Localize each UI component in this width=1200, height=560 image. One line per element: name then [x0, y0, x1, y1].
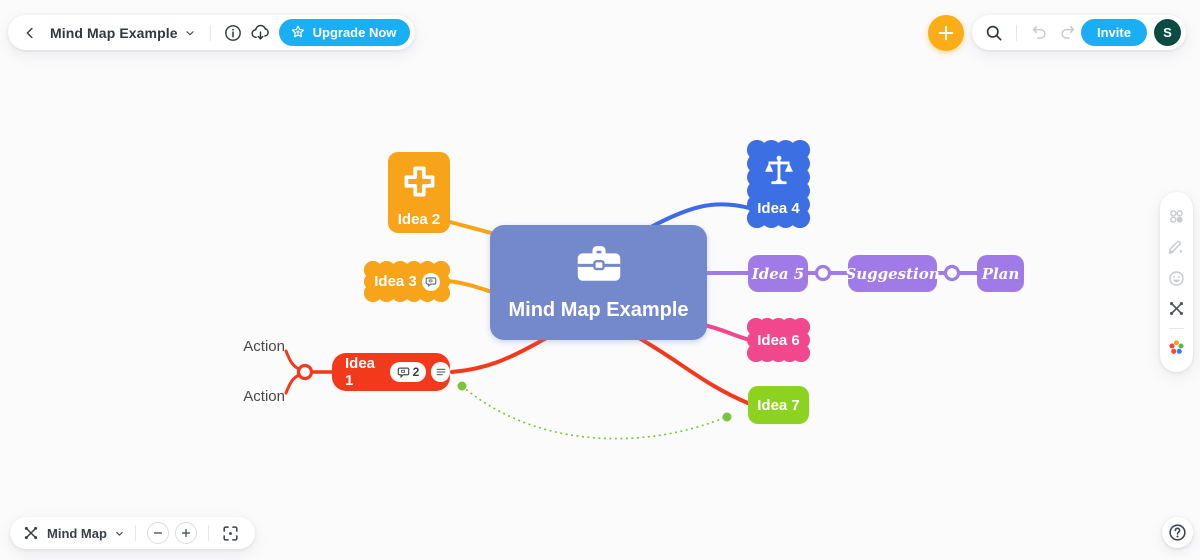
- zoom-in-button[interactable]: [174, 522, 197, 544]
- node-label: Idea 2: [397, 211, 441, 228]
- undo-icon: [1032, 26, 1046, 39]
- edge-idea7: [630, 332, 752, 406]
- map-mode-selector[interactable]: Mind Map: [20, 524, 127, 542]
- node-idea3[interactable]: Idea 3: [364, 261, 450, 302]
- edge-idea1: [450, 335, 550, 374]
- action-label-top[interactable]: Action: [243, 338, 285, 355]
- sync-status-button[interactable]: [247, 19, 275, 47]
- node-label: Mind Map Example: [508, 299, 689, 321]
- notes-badge[interactable]: [431, 362, 450, 382]
- invite-button[interactable]: Invite: [1081, 19, 1147, 46]
- node-idea6[interactable]: Idea 6: [747, 318, 810, 362]
- node-idea2[interactable]: Idea 2: [388, 152, 450, 233]
- scales-icon: [761, 153, 797, 193]
- upgrade-button[interactable]: Upgrade Now: [278, 19, 411, 46]
- search-button[interactable]: [980, 19, 1008, 47]
- divider: [134, 525, 136, 541]
- avatar[interactable]: S: [1153, 19, 1181, 46]
- four-circles-icon: [1170, 210, 1183, 224]
- chevron-down-icon: [186, 30, 194, 35]
- branch-handle-idea1[interactable]: [296, 363, 314, 381]
- top-left-bar: Mind Map Example Upgrade Now: [8, 15, 416, 50]
- briefcase-icon: [572, 238, 626, 290]
- node-idea7[interactable]: Idea 7: [748, 386, 809, 424]
- fit-to-screen-icon: [223, 525, 239, 541]
- redo-button[interactable]: [1053, 19, 1081, 47]
- smiley-icon: [1169, 270, 1184, 286]
- chevron-down-icon: [116, 531, 123, 536]
- relation-endpoint-end: [722, 412, 732, 422]
- node-label: Idea 3: [374, 273, 417, 290]
- info-icon: [224, 24, 241, 41]
- mind-map-mode-button[interactable]: [1165, 297, 1189, 321]
- map-mode-label: Mind Map: [47, 525, 107, 541]
- mind-map-icon: [1170, 302, 1183, 316]
- style-button[interactable]: [1165, 235, 1189, 259]
- top-right-bar: Invite S: [972, 15, 1186, 50]
- minus-icon: [153, 532, 163, 534]
- action-label-bottom[interactable]: Action: [243, 388, 285, 405]
- mind-map-icon: [24, 526, 38, 540]
- back-button[interactable]: [16, 19, 44, 47]
- add-button[interactable]: [928, 15, 964, 51]
- node-label: Idea 6: [757, 331, 800, 349]
- upgrade-label: Upgrade Now: [312, 25, 397, 40]
- bottom-bar: Mind Map: [10, 517, 255, 549]
- node-suggestion[interactable]: Suggestion: [845, 255, 940, 292]
- node-idea1[interactable]: Idea 1 2: [332, 353, 450, 391]
- invite-label: Invite: [1097, 25, 1131, 40]
- node-plan[interactable]: Plan: [977, 255, 1024, 292]
- comment-icon: [397, 367, 409, 378]
- plus-icon: [181, 528, 191, 538]
- themes-button[interactable]: [1165, 205, 1189, 229]
- apps-button[interactable]: [1165, 335, 1189, 359]
- comment-icon: [425, 276, 437, 287]
- edge-action-bottom: [284, 373, 301, 395]
- connector-handle-suggestion[interactable]: [814, 264, 832, 282]
- plus-cross-icon: [401, 163, 438, 204]
- notes-icon: [436, 368, 446, 376]
- node-label: Idea 5: [751, 264, 805, 283]
- redo-icon: [1060, 26, 1074, 39]
- flower-icon: [1169, 339, 1184, 354]
- comment-count-badge[interactable]: 2: [389, 362, 427, 382]
- chevron-left-icon: [26, 27, 33, 38]
- edge-idea6: [698, 322, 752, 342]
- document-title-button[interactable]: Mind Map Example: [44, 25, 202, 41]
- relation-endpoint-start: [457, 381, 467, 391]
- connector-handle-plan[interactable]: [943, 264, 961, 282]
- divider: [207, 525, 209, 541]
- edge-action-top: [284, 349, 301, 371]
- cloud-download-icon: [251, 24, 269, 40]
- emoji-button[interactable]: [1165, 266, 1189, 290]
- comment-count: 2: [412, 365, 420, 379]
- relation-dotted-line: [461, 385, 727, 440]
- paintbrush-icon: [1168, 240, 1183, 254]
- undo-button[interactable]: [1025, 19, 1053, 47]
- avatar-initial: S: [1163, 25, 1172, 40]
- node-label: Idea 4: [757, 200, 800, 217]
- fit-to-screen-button[interactable]: [217, 519, 245, 547]
- info-button[interactable]: [219, 19, 247, 47]
- document-title: Mind Map Example: [50, 24, 178, 41]
- plus-icon: [938, 25, 954, 41]
- zoom-out-button[interactable]: [146, 522, 169, 544]
- question-icon: [1169, 524, 1186, 541]
- star-badge-icon: [291, 25, 304, 37]
- node-label: Suggestion: [845, 264, 940, 283]
- divider: [209, 24, 211, 41]
- right-toolbar: [1160, 192, 1193, 372]
- node-idea4[interactable]: Idea 4: [747, 140, 810, 228]
- node-label: Idea 1: [345, 355, 376, 389]
- node-central[interactable]: Mind Map Example: [490, 225, 707, 340]
- divider: [1169, 327, 1184, 329]
- node-idea5[interactable]: Idea 5: [748, 255, 808, 292]
- comment-badge[interactable]: [421, 272, 440, 291]
- node-label: Plan: [981, 264, 1020, 283]
- node-label: Idea 7: [757, 396, 800, 414]
- search-icon: [986, 25, 1002, 41]
- divider: [1016, 24, 1017, 41]
- help-button[interactable]: [1162, 517, 1193, 548]
